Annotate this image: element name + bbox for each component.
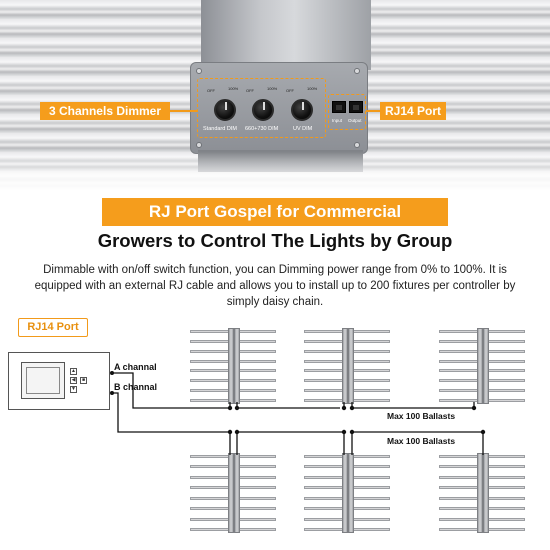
fixture-spine [348,328,354,404]
channel-b-label: B channal [114,382,158,392]
fixture-spine [483,328,489,404]
dimmer-callout: 3 Channels Dimmer [40,102,170,120]
channel-a-wire [112,372,474,409]
screw-icon [354,68,360,74]
menu-button-icon[interactable]: ■ [80,377,87,384]
fixture-spine [477,328,483,404]
rj-port-highlight-frame [328,94,366,130]
channel-a-label: A channal [114,362,157,372]
down-arrow-icon[interactable]: ▼ [70,386,77,393]
fixture-spine [483,453,489,533]
rj14-callout-line [366,110,380,112]
row2-drops [229,432,484,455]
rj14-port-tag: RJ14 Port [18,318,88,337]
uv-dim-knob[interactable] [291,99,313,121]
knob-label-uv: UV DIM [293,126,313,132]
headline: Growers to Control The Lights by Group [97,230,453,251]
dimmer-highlight-frame [197,78,326,138]
fixture-row1-1 [190,328,276,404]
product-photo: OFF 100% OFF 100% OFF 100% Standard DIM … [0,0,550,192]
screw-icon [354,142,360,148]
description: Dimmable with on/off switch function, yo… [34,264,516,308]
rj14-callout: RJ14 Port [380,102,446,120]
fixture-row1-3 [439,328,525,404]
fixture-row2-3 [439,453,525,533]
standard-dim-knob[interactable] [214,99,236,121]
banner: RJ Port Gospel for Commercial [102,198,448,226]
screw-icon [196,142,202,148]
fixture-spine [342,328,348,404]
port-label-output: Output [348,118,362,123]
group-controller: ▲ ◀ ▼ ■ [8,352,110,410]
red-dim-knob[interactable] [252,99,274,121]
row1-drops [229,402,475,408]
fixture-spine [228,453,234,533]
port-label-input: Input [332,118,343,123]
channel-b-wire [112,392,483,433]
fixture-spine [477,453,483,533]
up-arrow-icon[interactable]: ▲ [70,368,77,375]
knob-label-red: 660+730 DIM [245,126,279,132]
rj-input-port[interactable] [332,101,346,113]
rj-output-port[interactable] [349,101,363,113]
controller-screen [21,362,65,399]
left-arrow-icon[interactable]: ◀ [70,377,77,384]
max-ballasts-b: Max 100 Ballasts [386,436,457,446]
fixture-spine [228,328,234,404]
fixture-row2-2 [304,453,390,533]
fixture-housing [201,0,371,70]
knob-label-standard: Standard DIM [203,126,237,132]
fixture-spine [348,453,354,533]
max-ballasts-a: Max 100 Ballasts [386,411,457,421]
fixture-row2-1 [190,453,276,533]
screw-icon [196,68,202,74]
fixture-spine [342,453,348,533]
fixture-row1-2 [304,328,390,404]
dimmer-callout-line [170,110,198,112]
